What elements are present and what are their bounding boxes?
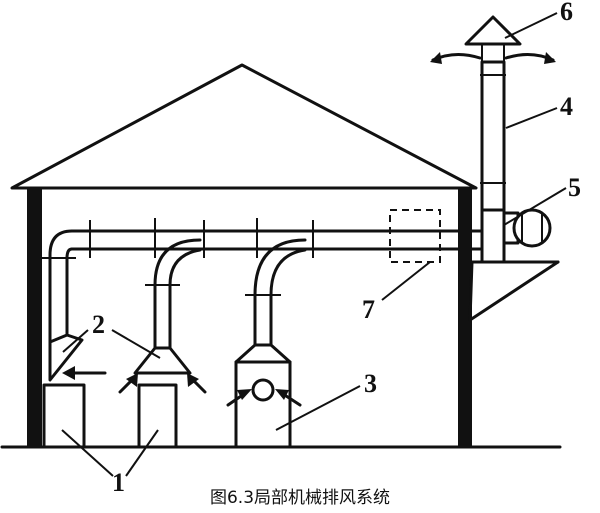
enclosure-fan — [251, 378, 275, 402]
main-duct — [70, 218, 482, 258]
label-2: 2 — [92, 310, 105, 339]
label-3: 3 — [364, 369, 377, 398]
airflow-arrows-middle — [118, 373, 207, 394]
dashed-duct-section — [389, 209, 441, 263]
label-5: 5 — [568, 173, 581, 202]
label-7: 7 — [362, 295, 375, 324]
canopy-exhaust-hood — [133, 346, 192, 375]
leader-lines — [61, 12, 567, 477]
exhaust-stack — [480, 60, 506, 212]
roof — [10, 63, 478, 190]
airflow-arrow-left — [62, 366, 107, 380]
fan-enclosure-box — [234, 360, 292, 449]
middle-branch-duct — [145, 238, 202, 350]
exhaust-fan — [480, 203, 552, 264]
enclosure-hood — [234, 343, 292, 364]
right-branch-duct — [245, 238, 307, 347]
fan-bracket — [468, 260, 560, 322]
right-wall — [458, 188, 472, 447]
label-6: 6 — [560, 0, 573, 26]
figure-caption: 图6.3局部机械排风系统 — [210, 488, 390, 508]
outflow-arrows — [430, 52, 556, 64]
machine-box-1 — [42, 383, 86, 449]
left-wall — [27, 188, 42, 447]
left-branch-duct — [42, 229, 76, 344]
side-exhaust-hood — [48, 333, 84, 382]
label-4: 4 — [560, 92, 573, 121]
label-1: 1 — [112, 468, 125, 497]
airflow-arrows-right — [226, 389, 302, 407]
machine-box-2 — [137, 383, 178, 449]
rain-cap — [464, 15, 522, 46]
